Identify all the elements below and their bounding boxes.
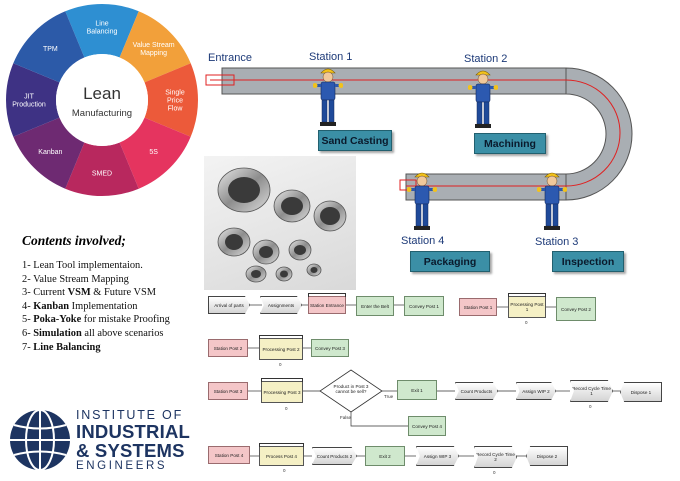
- station-post-3-block[interactable]: Station Post 3: [208, 382, 248, 400]
- process-machining: Machining: [474, 133, 546, 154]
- logo-line-2: INDUSTRIAL: [76, 421, 191, 442]
- convey-post-4-block[interactable]: Convey Post 4: [408, 416, 446, 436]
- process-packaging: Packaging: [410, 251, 490, 272]
- iise-globe-logo: [10, 409, 70, 471]
- processing-post-3-block[interactable]: Processing Post 3: [261, 378, 303, 403]
- arrival-of-parts-block[interactable]: Arrival of parts: [208, 296, 250, 314]
- station-1-label: Station 1: [309, 51, 353, 63]
- conveyor-line: [205, 67, 633, 201]
- wheel-segment: [6, 63, 60, 137]
- wheel-segment-label: 5S: [149, 149, 158, 156]
- count-products-2-block[interactable]: Count Products 2: [312, 447, 357, 465]
- count-products-block[interactable]: Count Products: [455, 382, 498, 400]
- decision-true-label: True: [384, 394, 394, 399]
- wheel-segment-label: TPM: [43, 46, 58, 53]
- station-4-label: Station 4: [401, 235, 445, 247]
- wheel-segment: [144, 63, 198, 137]
- convey-post-2-block[interactable]: Convey Post 2: [556, 297, 596, 321]
- exit-2-block[interactable]: Exit 2: [365, 446, 405, 466]
- station-post-4-block[interactable]: Station Post 4: [208, 446, 250, 464]
- assign-wip-3-block[interactable]: Assign WIP 3: [416, 446, 459, 466]
- enter-the-belt-block[interactable]: Enter the Belt: [356, 296, 394, 316]
- worker-icon: [468, 70, 498, 128]
- entrance-label: Entrance: [208, 52, 253, 64]
- decision-label[interactable]: Product in Post 3 cannot be sell?: [333, 384, 369, 394]
- worker-icon: [407, 172, 437, 230]
- record-cycle-time-1-block[interactable]: Record Cycle Time 1: [570, 380, 613, 402]
- wheel-segment: [13, 11, 85, 83]
- station-post-2-block[interactable]: Station Post 2: [208, 339, 248, 357]
- wheel-segment-label: Kanban: [38, 149, 62, 156]
- counter-label: 0: [493, 470, 496, 475]
- contents-title: Contents involved;: [22, 233, 126, 248]
- station-entrance-block[interactable]: Station Entrance: [308, 293, 346, 314]
- wheel-center-title: Lean: [83, 84, 121, 103]
- contents-item: 3- Current VSM & Future VSM: [22, 287, 157, 299]
- decision-diamond: [319, 369, 383, 413]
- decision-false-label: False: [340, 415, 352, 420]
- convey-post-1-block[interactable]: Convey Post 1: [404, 296, 444, 316]
- counter-label: 0: [589, 404, 592, 409]
- contents-item: 5- Poka-Yoke for mistake Proofing: [22, 314, 170, 326]
- wheel-segment: [13, 117, 85, 189]
- process-post-4-block[interactable]: Process Post 4: [259, 443, 304, 466]
- contents-item: 6- Simulation all above scenarios: [22, 327, 164, 339]
- contents-item: 2- Value Stream Mapping: [22, 273, 129, 285]
- contents-item: 1- Lean Tool implementaion.: [22, 260, 143, 271]
- convey-post-3-block[interactable]: Convey Post 3: [311, 339, 349, 357]
- contents-item: 4- Kanban Implementation: [22, 300, 138, 312]
- contents-list: 1- Lean Tool implementaion. 2- Value Stre…: [22, 259, 170, 354]
- assignments-block[interactable]: Assignments: [260, 296, 302, 314]
- wheel-segment: [119, 117, 191, 189]
- station-2-label: Station 2: [464, 53, 508, 65]
- logo-line-1: INSTITUTE OF: [76, 408, 184, 422]
- wheel-center-subtitle: Manufacturing: [72, 108, 132, 119]
- process-sand-casting: Sand Casting: [318, 130, 392, 151]
- station-post-1-block[interactable]: Station Post 1: [459, 298, 497, 316]
- logo-line-4: ENGINEERS: [76, 460, 168, 472]
- contents-item: 7- Line Balancing: [22, 341, 101, 353]
- worker-icon: [313, 68, 343, 126]
- wheel-segment: [65, 4, 139, 58]
- exit-1-block[interactable]: Exit 1: [397, 380, 437, 400]
- process-inspection: Inspection: [552, 251, 624, 272]
- wheel-segment-label: SMED: [92, 171, 112, 178]
- dispose-1-block[interactable]: Dispose 1: [620, 382, 662, 402]
- worker-icon: [537, 172, 567, 230]
- logo-line-3: & SYSTEMS: [76, 440, 185, 461]
- processing-post-2-block[interactable]: Processing Post 2: [259, 335, 303, 360]
- counter-label: 0: [285, 406, 288, 411]
- assign-wip-2-block[interactable]: Assign WIP 2: [516, 382, 556, 400]
- record-cycle-time-2-block[interactable]: Record Cycle Time 2: [474, 446, 517, 468]
- processing-post-1-block[interactable]: Processing Post 1: [508, 293, 546, 318]
- wheel-segment: [119, 11, 191, 83]
- counter-label: 0: [283, 468, 286, 473]
- wheel-segment: [65, 142, 139, 196]
- counter-label: 0: [525, 320, 528, 325]
- station-3-label: Station 3: [535, 236, 579, 248]
- bearings-photo: [204, 156, 356, 290]
- counter-label: 0: [279, 362, 282, 367]
- dispose-2-block[interactable]: Dispose 2: [526, 446, 568, 466]
